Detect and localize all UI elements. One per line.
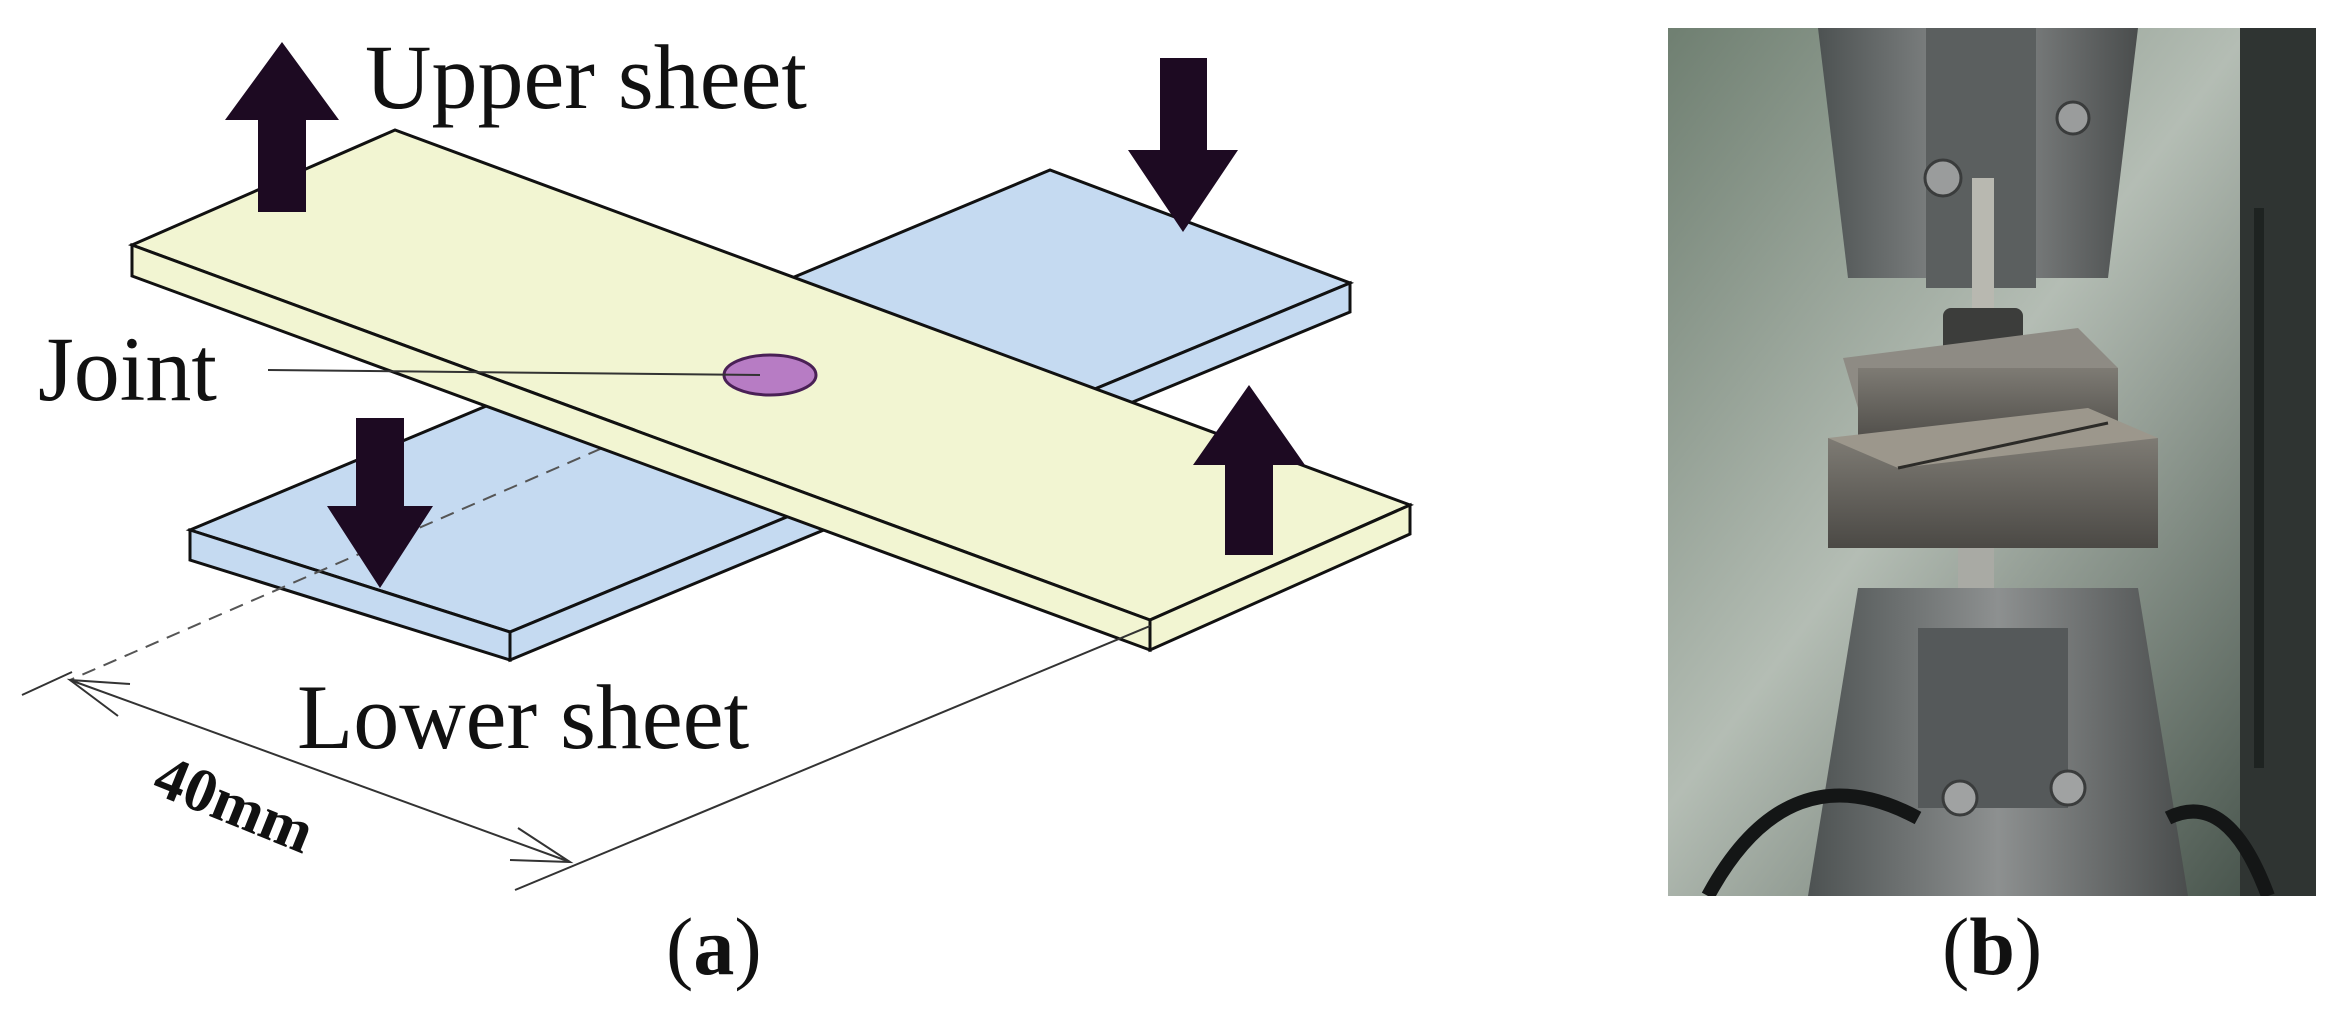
- dimension-arrowhead-right: [509, 827, 574, 864]
- lower-sheet-label: Lower sheet: [297, 666, 750, 768]
- dimension-arrowhead-left: [66, 678, 131, 717]
- caption-a: (a): [666, 901, 762, 992]
- upward-arrow-icon: [1193, 385, 1305, 555]
- specimen-rod: [1972, 178, 1994, 338]
- lower-fixture-block: [1828, 408, 2158, 548]
- caption-b: (b): [1942, 901, 2043, 992]
- dimension-line: [69, 679, 571, 863]
- downward-arrow-icon: [327, 418, 433, 588]
- dimension-tick-left: [21, 671, 73, 696]
- dimension-extension-line: [514, 625, 1151, 891]
- upper-grip: [1818, 28, 2138, 288]
- test-machine-photo: [1668, 28, 2316, 896]
- joint-leader-line: [267, 369, 761, 376]
- downward-arrow-icon: [1128, 58, 1238, 232]
- upward-arrow-icon: [225, 42, 339, 212]
- joint-label: Joint: [38, 318, 217, 420]
- caption-a-letter: a: [693, 901, 735, 992]
- caption-b-letter: b: [1969, 901, 2015, 992]
- specimen-schematic: Upper sheet Joint Lower sheet 40mm: [21, 26, 1414, 891]
- upper-sheet-label: Upper sheet: [365, 26, 807, 128]
- lower-grip: [1808, 548, 2188, 896]
